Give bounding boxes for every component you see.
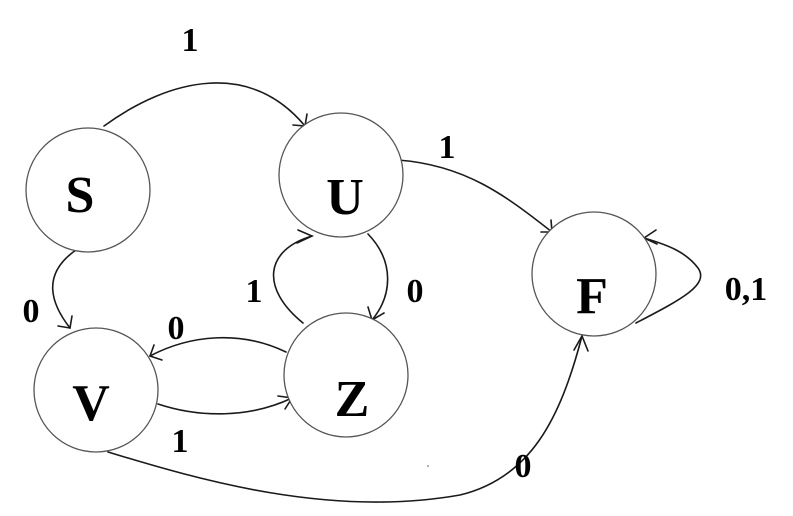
edge-z-to-u — [272, 235, 313, 324]
edge-u-to-z — [367, 233, 389, 321]
state-label-s: S — [66, 167, 95, 224]
edge-v-to-f — [107, 335, 583, 503]
edge-z-to-u-arrowhead — [296, 229, 314, 244]
state-label-v: V — [72, 375, 110, 432]
label-s-to-u: 1 — [182, 22, 199, 59]
state-node-z: Z — [283, 312, 409, 438]
state-circle-f — [531, 211, 657, 337]
transition-labels: 1 1 0 1 0 0 1 0 0,1 — [23, 22, 768, 485]
edge-v-to-f-arrowhead — [573, 334, 589, 352]
edge-z-to-v-arrowhead — [148, 344, 163, 361]
label-v-to-z: 1 — [172, 423, 189, 460]
state-circle-s — [25, 127, 151, 253]
state-circle-z — [283, 312, 409, 438]
label-v-to-f: 0 — [515, 448, 532, 485]
state-label-f: F — [576, 268, 608, 325]
edge-u-to-f — [397, 159, 553, 233]
edge-s-to-v — [51, 249, 77, 329]
state-node-u: U — [278, 112, 404, 238]
state-node-f: F — [531, 211, 657, 337]
label-z-to-u: 1 — [246, 273, 263, 310]
transition-edges — [51, 82, 702, 503]
label-u-to-z: 0 — [407, 273, 424, 310]
label-s-to-v: 0 — [23, 293, 40, 330]
label-z-to-v: 0 — [168, 310, 185, 347]
label-u-to-f: 1 — [439, 129, 456, 166]
edge-z-to-v — [149, 336, 287, 357]
edge-s-to-v-arrowhead — [57, 315, 73, 329]
state-node-s: S — [25, 127, 151, 253]
edge-f-self-loop — [635, 237, 702, 324]
state-label-z: Z — [335, 371, 370, 428]
state-circle-u — [278, 112, 404, 238]
label-f-self-loop: 0,1 — [725, 271, 768, 308]
edge-s-to-u — [103, 82, 306, 127]
edge-v-to-z — [157, 397, 293, 415]
stray-dot — [427, 465, 429, 467]
state-label-u: U — [326, 169, 364, 226]
state-nodes: S U V Z F — [25, 112, 657, 453]
state-node-v: V — [33, 327, 159, 453]
state-circle-v — [33, 327, 159, 453]
